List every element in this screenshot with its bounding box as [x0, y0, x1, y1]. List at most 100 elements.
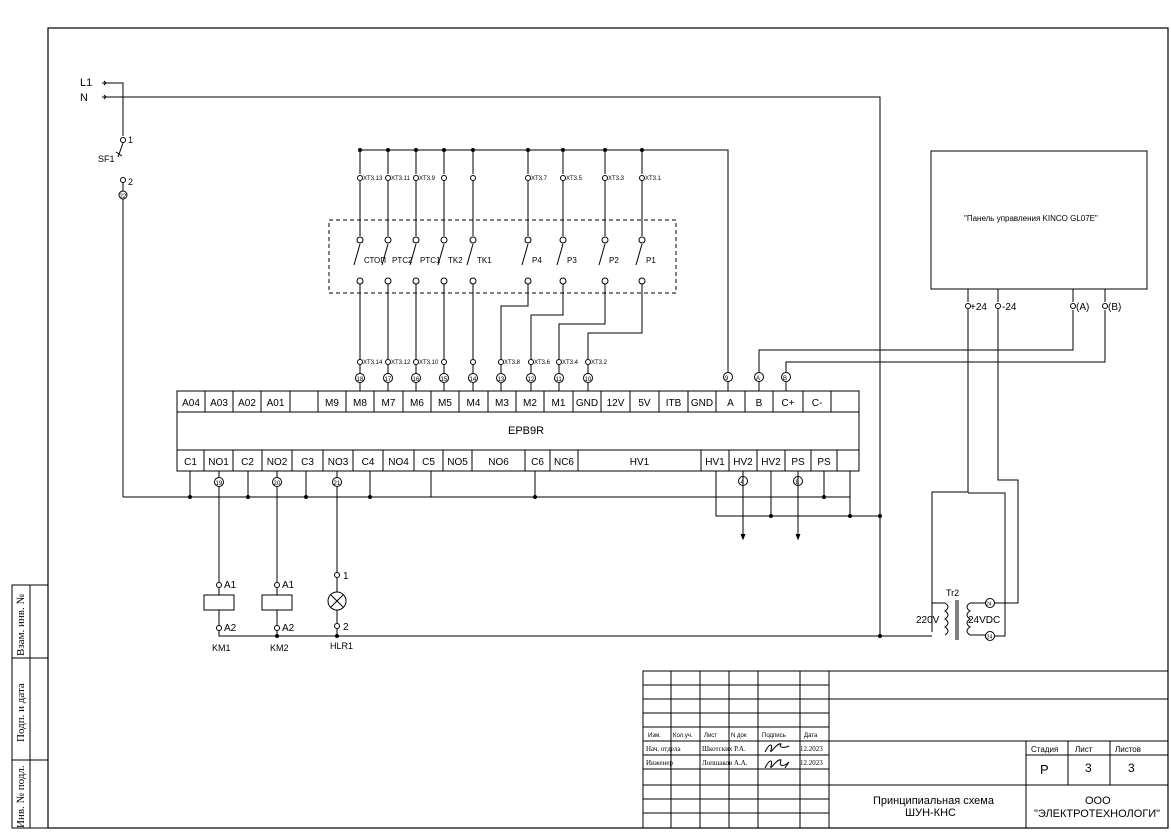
- tb-org-2: "ЭЛЕКТРОТЕХНОЛОГИ": [1034, 808, 1160, 820]
- km1-label: KM1: [212, 643, 231, 653]
- input-contact-label: P4: [532, 256, 542, 265]
- n-label: N: [80, 92, 88, 104]
- tb-h-ndoc: N док: [731, 733, 747, 739]
- tb-stage-label: Стадия: [1031, 745, 1058, 754]
- hv1-wire-marker: 4: [741, 480, 745, 486]
- bottom-pin-label: NO2: [267, 457, 288, 468]
- km1-wire: 19: [216, 481, 223, 487]
- input-term-bot: XT3.10: [419, 360, 439, 366]
- input-term-top: XT3.7: [531, 176, 548, 182]
- tr2-secondary: 24VDC: [968, 615, 1000, 626]
- tb-sheets: 3: [1128, 761, 1135, 775]
- bottom-wiring: 4 8: [123, 471, 882, 541]
- tb-name-1: Шкотских Р.А.: [702, 745, 746, 753]
- top-pin-label: M8: [353, 398, 367, 409]
- tb-role-1: Нач. отдела: [646, 745, 681, 753]
- output-km1: 19 A1 A2 KM1: [203, 471, 237, 653]
- input-term-bot: XT3.6: [534, 360, 551, 366]
- top-pin-label: M2: [523, 398, 537, 409]
- title-block: Изм. Кол.уч. Лист N док Подпись Дата Нач…: [642, 670, 1169, 829]
- top-pin-label: 12V: [607, 398, 625, 409]
- top-pin-label: B: [756, 398, 763, 409]
- tb-doc-title-1: Принципиальная схема: [873, 795, 995, 807]
- tb-h-izm: Изм.: [648, 733, 661, 739]
- bottom-pin-label: HV2: [733, 457, 753, 468]
- stamp-text-1: Взам. инв. №: [15, 594, 27, 656]
- tb-h-date: Дата: [804, 733, 818, 739]
- input-wire-marker: 14: [470, 377, 477, 383]
- hlr1-wire: 21: [334, 481, 341, 487]
- input-term-bot: XT3.4: [562, 360, 579, 366]
- input-term-bot: XT3.14: [363, 360, 383, 366]
- km2-label: KM2: [270, 643, 289, 653]
- gnd-wire-marker: 9: [725, 376, 729, 382]
- input-contact-label: P2: [609, 256, 619, 265]
- input-contacts: XT3.13СТОПXT3.1418XT3.11PTC2XT3.1217XT3.…: [353, 148, 662, 391]
- top-pin-label: GND: [576, 398, 598, 409]
- bottom-pin-label: HV2: [761, 457, 781, 468]
- tb-h-list: Лист: [704, 733, 717, 739]
- top-pin-label: M4: [467, 398, 481, 409]
- input-wire-marker: 16: [413, 377, 420, 383]
- output-hlr1: 21 1 2 HLR1: [327, 471, 353, 651]
- bottom-pin-label: C2: [241, 457, 254, 468]
- top-pin-label: M7: [382, 398, 396, 409]
- sf1-wire: 22: [120, 194, 127, 200]
- tb-date-2: 12.2023: [800, 759, 823, 767]
- bottom-pin-label: C4: [362, 457, 375, 468]
- stamp-text-3: Инв. № подл.: [15, 765, 27, 828]
- input-term-top: XT3.3: [608, 176, 625, 182]
- hlr1-p2: 2: [343, 622, 349, 633]
- power-lines: L1 N: [80, 77, 881, 636]
- tb-stage: Р: [1040, 762, 1049, 777]
- input-term-bot: XT3.12: [391, 360, 411, 366]
- top-pin-label: A01: [267, 398, 285, 409]
- input-contact-label: TK1: [477, 256, 492, 265]
- top-pin-label: C-: [812, 398, 823, 409]
- tb-sheets-label: Листов: [1115, 745, 1141, 754]
- tr2-term1: 24: [986, 602, 992, 608]
- tr2-primary: 220V: [916, 615, 940, 626]
- top-pin-label: M9: [325, 398, 339, 409]
- tb-date-1: 12.2023: [800, 745, 823, 753]
- signature-1: [764, 743, 790, 753]
- a-wire-marker: A: [756, 376, 760, 382]
- signature-2: [764, 759, 790, 769]
- top-pin-label: A: [727, 398, 734, 409]
- input-term-top: XT3.5: [566, 176, 583, 182]
- bottom-pin-label: NO6: [488, 457, 509, 468]
- input-wire-marker: 12: [528, 377, 535, 383]
- tb-sheet: 3: [1085, 761, 1092, 775]
- input-contact-label: PTC1: [420, 256, 441, 265]
- bottom-pin-label: NO3: [328, 457, 349, 468]
- bottom-pin-label: PS: [791, 457, 805, 468]
- input-wire-marker: 18: [357, 377, 364, 383]
- top-pin-label: A04: [182, 398, 200, 409]
- input-contact-label: СТОП: [364, 256, 386, 265]
- tb-sheet-label: Лист: [1075, 745, 1093, 754]
- km2-wire: 20: [274, 481, 281, 487]
- bottom-pin-label: HV1: [705, 457, 725, 468]
- top-pin-label: 5V: [638, 398, 651, 409]
- tr2-term2: -24: [985, 635, 992, 641]
- top-pin-label: A03: [210, 398, 228, 409]
- input-contact-label: P1: [646, 256, 656, 265]
- drawing-frame: [47, 27, 1169, 829]
- input-contact-label: PTC2: [392, 256, 413, 265]
- input-term-bot: XT3.2: [591, 360, 608, 366]
- tb-h-sign: Подпись: [762, 733, 786, 739]
- transformer-tr2: Tr2 24 -24 220V 24VDC: [916, 492, 1006, 641]
- top-pin-label: A02: [238, 398, 256, 409]
- km1-a2: A2: [224, 623, 237, 634]
- hlr1-label: HLR1: [330, 641, 353, 651]
- panel-pin-b: (B): [1108, 302, 1121, 313]
- bottom-pin-label: C6: [531, 457, 544, 468]
